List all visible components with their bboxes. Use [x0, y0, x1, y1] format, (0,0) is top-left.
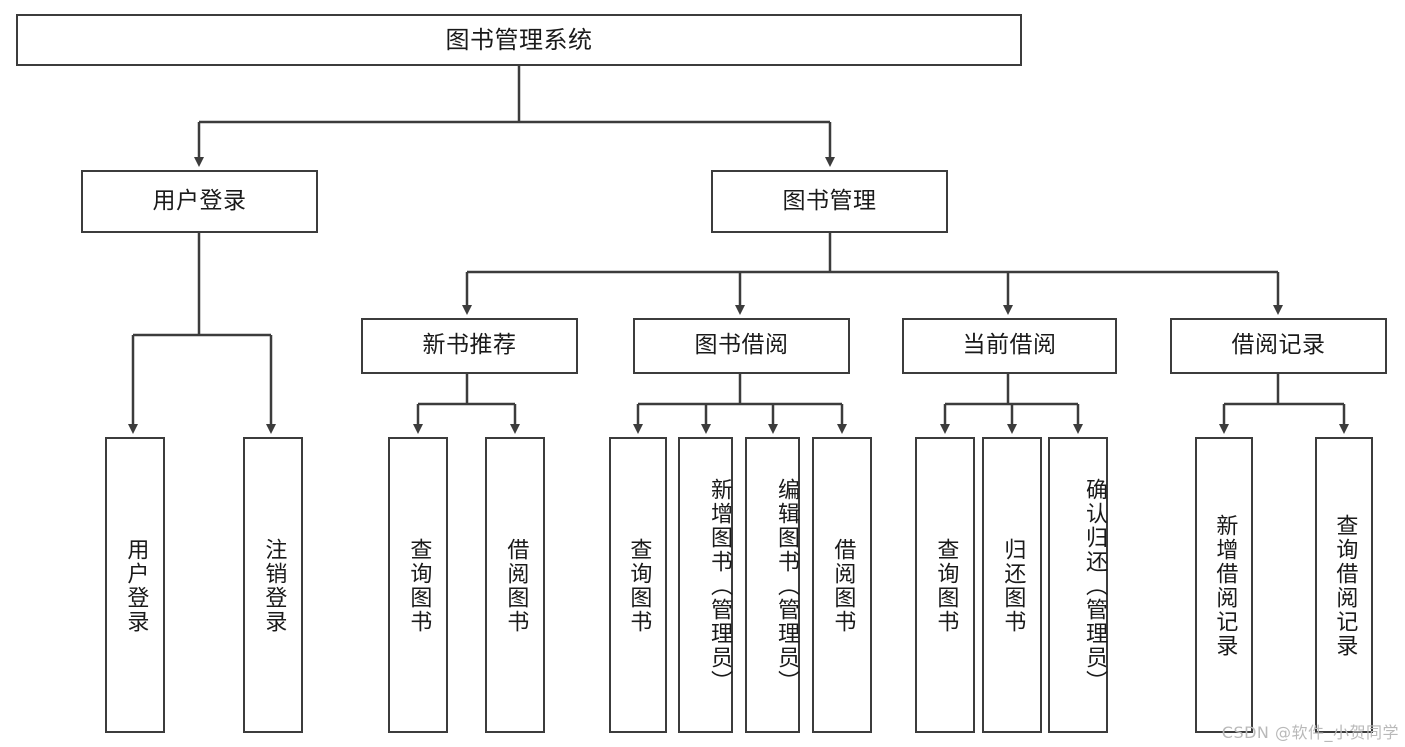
node-book-manage-label: 图书管理	[782, 187, 877, 214]
node-current-borrow-label: 当前借阅	[962, 332, 1057, 359]
node-book-borrow-label: 图书借阅	[694, 332, 789, 359]
node-leaf-query-book-borrow[interactable]: 查询图书	[609, 437, 667, 733]
node-leaf-query-record[interactable]: 查询借阅记录	[1315, 437, 1373, 733]
node-borrow-record-label: 借阅记录	[1231, 332, 1326, 359]
node-root[interactable]: 图书管理系统	[16, 14, 1022, 66]
node-leaf-add-book-label: 新增图书（管理员）	[707, 478, 732, 694]
node-book-borrow[interactable]: 图书借阅	[633, 318, 850, 374]
node-leaf-user-login-label: 用户登录	[123, 538, 149, 634]
node-leaf-query-book-borrow-label: 查询图书	[626, 538, 652, 634]
node-borrow-record[interactable]: 借阅记录	[1170, 318, 1387, 374]
node-new-book-rec-label: 新书推荐	[422, 332, 517, 359]
csdn-watermark: CSDN @软件_小贺同学	[1221, 723, 1399, 742]
node-root-label: 图书管理系统	[445, 25, 593, 54]
node-leaf-borrow-book-label: 借阅图书	[830, 538, 856, 634]
node-leaf-query-book-current[interactable]: 查询图书	[915, 437, 975, 733]
node-leaf-query-book-rec-label: 查询图书	[406, 538, 432, 634]
node-leaf-logout[interactable]: 注销登录	[243, 437, 303, 733]
node-leaf-add-record-label: 新增借阅记录	[1212, 514, 1238, 658]
node-leaf-return-book-label: 归还图书	[1000, 538, 1026, 634]
node-leaf-add-record[interactable]: 新增借阅记录	[1195, 437, 1253, 733]
node-leaf-return-book[interactable]: 归还图书	[982, 437, 1042, 733]
node-leaf-confirm-return[interactable]: 确认归还（管理员）	[1048, 437, 1108, 733]
node-new-book-rec[interactable]: 新书推荐	[361, 318, 578, 374]
node-leaf-edit-book[interactable]: 编辑图书（管理员）	[745, 437, 800, 733]
node-leaf-user-login[interactable]: 用户登录	[105, 437, 165, 733]
node-leaf-borrow-book[interactable]: 借阅图书	[812, 437, 872, 733]
node-leaf-borrow-book-rec-label: 借阅图书	[503, 538, 529, 634]
node-book-manage[interactable]: 图书管理	[711, 170, 948, 233]
node-leaf-query-book-rec[interactable]: 查询图书	[388, 437, 448, 733]
node-leaf-query-record-label: 查询借阅记录	[1332, 514, 1358, 658]
node-leaf-logout-label: 注销登录	[261, 538, 287, 634]
node-leaf-borrow-book-rec[interactable]: 借阅图书	[485, 437, 545, 733]
node-leaf-confirm-return-label: 确认归还（管理员）	[1082, 478, 1107, 694]
node-leaf-edit-book-label: 编辑图书（管理员）	[774, 478, 799, 694]
node-leaf-query-book-current-label: 查询图书	[933, 538, 959, 634]
node-leaf-add-book[interactable]: 新增图书（管理员）	[678, 437, 733, 733]
node-current-borrow[interactable]: 当前借阅	[902, 318, 1117, 374]
node-user-login[interactable]: 用户登录	[81, 170, 318, 233]
node-user-login-label: 用户登录	[152, 187, 247, 214]
